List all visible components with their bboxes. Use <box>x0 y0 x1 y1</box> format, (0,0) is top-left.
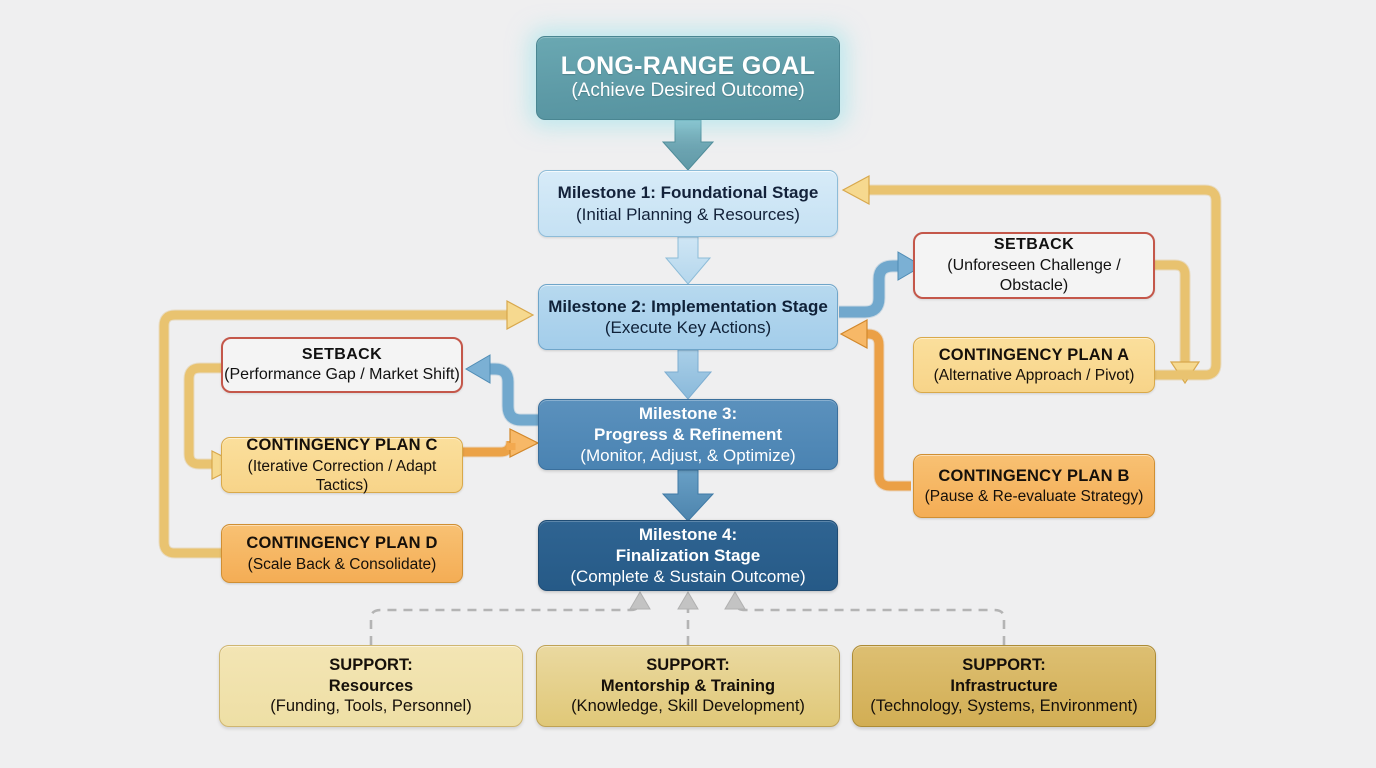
node-milestone-4[interactable]: Milestone 4: Finalization Stage (Complet… <box>538 520 838 591</box>
contingency-b-subtitle: (Pause & Re-evaluate Strategy) <box>924 488 1144 506</box>
arrow-milestone3-to-milestone4 <box>661 469 715 522</box>
arrow-milestone1-to-milestone2 <box>664 236 712 285</box>
node-contingency-plan-d[interactable]: CONTINGENCY PLAN D (Scale Back & Consoli… <box>221 524 463 583</box>
node-support-infrastructure[interactable]: SUPPORT: Infrastructure (Technology, Sys… <box>852 645 1156 727</box>
node-milestone-3[interactable]: Milestone 3: Progress & Refinement (Moni… <box>538 399 838 470</box>
node-milestone-1[interactable]: Milestone 1: Foundational Stage (Initial… <box>538 170 838 237</box>
node-support-mentorship[interactable]: SUPPORT: Mentorship & Training (Knowledg… <box>536 645 840 727</box>
node-setback-right[interactable]: SETBACK (Unforeseen Challenge / Obstacle… <box>913 232 1155 299</box>
contingency-a-title: CONTINGENCY PLAN A <box>938 345 1130 364</box>
arrow-milestone2-to-milestone3 <box>663 349 713 400</box>
node-setback-left[interactable]: SETBACK (Performance Gap / Market Shift) <box>221 337 463 393</box>
connector-support-mentorship-to-milestone4 <box>677 591 699 645</box>
setback-left-title: SETBACK <box>301 345 383 363</box>
milestone-3-title: Milestone 3: <box>638 403 738 423</box>
milestone-4-detail: (Complete & Sustain Outcome) <box>570 567 806 587</box>
support-resources-detail: (Funding, Tools, Personnel) <box>270 697 472 716</box>
arrow-goal-to-milestone1 <box>661 119 715 171</box>
connector-setback-right-to-plan-a <box>1155 259 1201 385</box>
contingency-a-subtitle: (Alternative Approach / Pivot) <box>933 367 1135 385</box>
support-resources-label: SUPPORT: <box>329 655 413 674</box>
setback-right-detail: Obstacle) <box>999 276 1069 294</box>
node-long-range-goal[interactable]: LONG-RANGE GOAL (Achieve Desired Outcome… <box>536 36 840 120</box>
support-mentorship-label: SUPPORT: <box>646 655 730 674</box>
arrow-milestone2-to-setback-right <box>839 251 923 319</box>
milestone-4-subtitle: Finalization Stage <box>615 545 761 565</box>
milestone-3-subtitle: Progress & Refinement <box>594 424 782 444</box>
milestone-4-title: Milestone 4: <box>638 524 738 544</box>
goal-title: LONG-RANGE GOAL <box>560 52 816 81</box>
support-infrastructure-detail: (Technology, Systems, Environment) <box>870 697 1138 716</box>
goal-subtitle: (Achieve Desired Outcome) <box>571 80 805 102</box>
milestone-3-detail: (Monitor, Adjust, & Optimize) <box>580 446 796 466</box>
milestone-2-title: Milestone 2: Implementation Stage <box>548 296 828 316</box>
connector-plan-c-to-milestone3 <box>463 428 540 458</box>
connector-support-infrastructure-to-milestone4 <box>724 591 1006 645</box>
connector-support-resources-to-milestone4 <box>369 591 651 645</box>
contingency-b-title: CONTINGENCY PLAN B <box>938 466 1130 485</box>
setback-right-title: SETBACK <box>993 236 1075 254</box>
node-support-resources[interactable]: SUPPORT: Resources (Funding, Tools, Pers… <box>219 645 523 727</box>
setback-left-subtitle: (Performance Gap / Market Shift) <box>224 366 460 384</box>
milestone-1-subtitle: (Initial Planning & Resources) <box>576 204 800 224</box>
support-resources-title: Resources <box>328 676 414 695</box>
node-contingency-plan-a[interactable]: CONTINGENCY PLAN A (Alternative Approach… <box>913 337 1155 393</box>
support-infrastructure-title: Infrastructure <box>950 676 1058 695</box>
support-infrastructure-label: SUPPORT: <box>962 655 1046 674</box>
contingency-d-title: CONTINGENCY PLAN D <box>246 534 438 553</box>
node-contingency-plan-b[interactable]: CONTINGENCY PLAN B (Pause & Re-evaluate … <box>913 454 1155 518</box>
milestone-1-title: Milestone 1: Foundational Stage <box>557 183 819 203</box>
support-mentorship-title: Mentorship & Training <box>600 676 776 695</box>
node-contingency-plan-c[interactable]: CONTINGENCY PLAN C (Iterative Correction… <box>221 436 463 494</box>
node-milestone-2[interactable]: Milestone 2: Implementation Stage (Execu… <box>538 284 838 350</box>
contingency-c-title: CONTINGENCY PLAN C <box>246 436 438 455</box>
contingency-d-subtitle: (Scale Back & Consolidate) <box>247 555 437 573</box>
contingency-c-subtitle: (Iterative Correction / Adapt Tactics) <box>247 457 437 494</box>
support-mentorship-detail: (Knowledge, Skill Development) <box>571 697 805 716</box>
connector-plan-b-to-milestone2 <box>839 318 911 492</box>
milestone-2-subtitle: (Execute Key Actions) <box>604 318 772 337</box>
setback-right-subtitle: (Unforeseen Challenge / <box>947 257 1121 275</box>
arrow-milestone3-to-setback-left <box>465 354 538 427</box>
connector-setback-right-to-plan-b <box>1155 266 1211 486</box>
